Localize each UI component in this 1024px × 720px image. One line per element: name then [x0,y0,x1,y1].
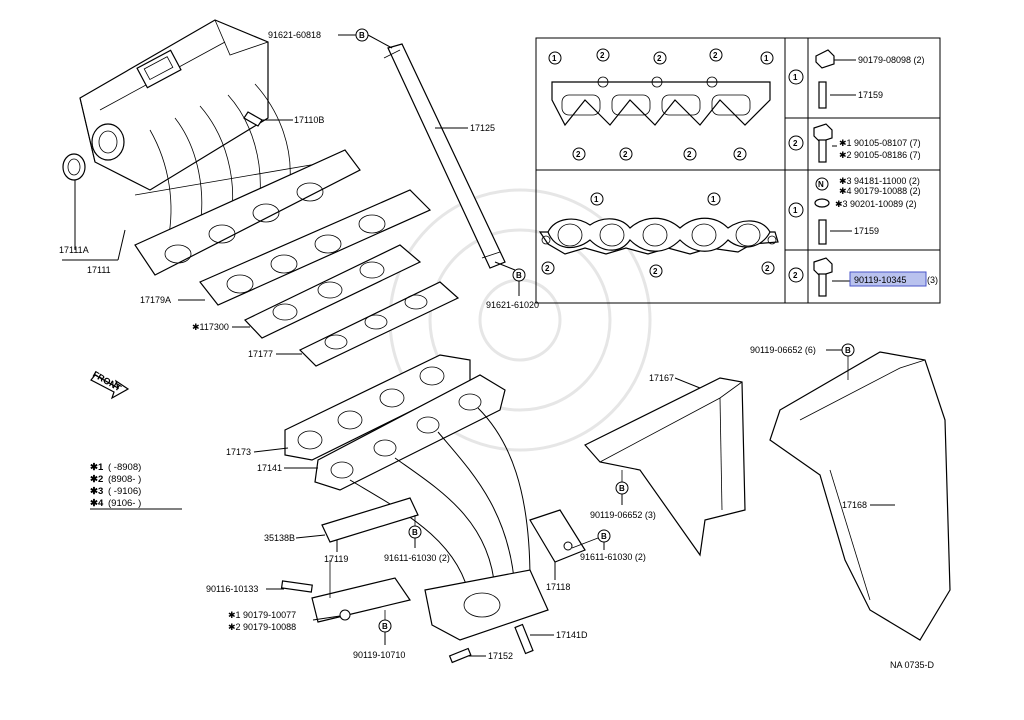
row3-line1: ✱3 94181-11000 (2) [839,176,920,186]
legend-key-3: ✱3 [90,486,103,497]
circle-b-2: B [516,271,522,280]
label-17168: 17168 [842,500,867,510]
label-17119: 17119 [324,554,348,564]
label-17179A: 17179A [140,295,171,305]
row1-line2: 17159 [858,90,883,100]
label-17111: 17111 [87,265,111,275]
label-17111A: 17111A [59,245,89,255]
marker-top-5: 1 [764,54,769,63]
marker-low-5: 2 [765,264,770,273]
label-90179-10088: ✱2 90179-10088 [228,622,296,632]
marker-top-1: 1 [552,54,557,63]
marker-mid-2: 2 [623,150,628,159]
intake-manifold-illustration [62,19,460,367]
label-17110B: 17110B [294,115,324,125]
circle-b-3: B [845,346,851,355]
row4-part[interactable]: 90119-10345 [854,275,906,285]
label-90119-10710: 90119-10710 [353,650,405,660]
label-17173: 17173 [226,447,251,457]
row2-line2: ✱2 90105-08186 (7) [839,150,921,160]
circle-b-6: B [601,532,607,541]
row3-index: 1 [793,206,798,215]
circle-b-4: B [619,484,625,493]
front-arrow: FRONT [90,369,130,400]
legend-value-2: (8908- ) [108,474,141,485]
legend: ✱1 ( -8908) ✱2 (8908- ) ✱3 ( -9106) ✱4 (… [90,462,182,510]
marker-mid-3: 2 [687,150,692,159]
row1-line1: 90179-08098 (2) [858,55,925,65]
footer-code: NA 0735-D [890,660,935,670]
row3-line3: ✱3 90201-10089 (2) [835,199,917,209]
marker-low-3: 2 [545,264,550,273]
label-91621-61020: 91621-61020 [486,300,539,310]
marker-top-4: 2 [713,51,718,60]
label-91611-61030-b: 91611-61030 (2) [580,552,646,562]
heat-insulator-upper-illustration [584,377,746,557]
bracket-illustration [280,497,419,623]
row2-index: 2 [793,139,798,148]
label-90116-10133: 90116-10133 [206,584,258,594]
row3-line2: ✱4 90179-10088 (2) [839,186,921,196]
marker-top-3: 2 [657,54,662,63]
legend-key-2: ✱2 [90,474,103,485]
label-17118: 17118 [546,582,570,592]
highlight-box [849,271,927,287]
label-17177: 17177 [248,349,273,359]
marker-low-1: 1 [594,195,599,204]
label-17125: 17125 [470,123,495,133]
label-17141: 17141 [257,463,282,473]
row2-line1: ✱1 90105-08107 (7) [839,138,921,148]
row3-line4: 17159 [854,226,879,236]
part-labels: 91621-60818 B 17110B 17125 17111A 17111 … [59,28,935,670]
marker-top-2: 2 [600,51,605,60]
studs-illustration [448,623,534,664]
label-91611-61030-a: 91611-61030 (2) [384,553,450,563]
label-90119-06652-3: 90119-06652 (3) [590,510,656,520]
exhaust-manifold-illustration [284,354,549,641]
row4-index: 2 [793,271,798,280]
circle-b-5: B [412,528,418,537]
label-117300: ✱117300 [192,322,229,332]
marker-mid-4: 2 [737,150,742,159]
marker-low-2: 1 [711,195,716,204]
circle-n: N [818,180,824,189]
brace-illustration [383,43,506,269]
label-17141D: 17141D [556,630,588,640]
legend-key-4: ✱4 [90,498,104,509]
heat-insulator-lower-illustration [769,351,951,641]
stay-illustration [529,509,586,563]
circle-b-1: B [359,31,365,40]
label-91621-60818: 91621-60818 [268,30,321,40]
legend-value-4: (9106- ) [108,498,141,509]
gasket-markers-top: 1 2 2 2 1 2 2 2 2 [548,48,774,161]
label-17152: 17152 [488,651,513,661]
label-90179-10077: ✱1 90179-10077 [228,610,296,620]
row4-qty: (3) [927,275,938,285]
bolt-table: 1 2 2 2 1 2 2 2 2 1 1 2 2 2 1 [535,37,941,304]
label-35138B: 35138B [264,533,295,543]
legend-value-3: ( -9106) [108,486,141,497]
row1-index: 1 [793,73,798,82]
marker-low-4: 2 [653,267,658,276]
gasket-markers-lower: 1 1 2 2 2 [541,192,775,278]
legend-value-1: ( -8908) [108,462,141,473]
label-17167: 17167 [649,373,674,383]
marker-mid-1: 2 [576,150,581,159]
label-90119-06652-6: 90119-06652 (6) [750,345,816,355]
legend-key-1: ✱1 [90,462,104,473]
circle-b-7: B [382,622,388,631]
